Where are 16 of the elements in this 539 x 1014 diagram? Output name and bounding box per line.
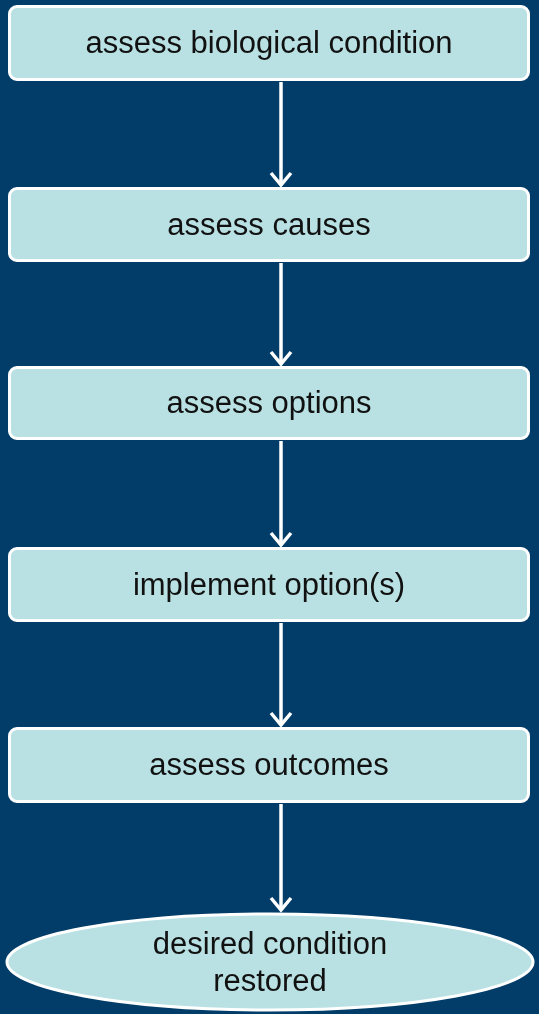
- step-label: assess causes: [167, 205, 371, 244]
- arrow: [269, 623, 293, 727]
- process-box: [8, 366, 530, 440]
- arrow: [269, 804, 293, 912]
- process-box: [8, 5, 530, 81]
- arrow: [269, 82, 293, 187]
- process-box: [8, 727, 530, 803]
- process-box: [8, 547, 530, 622]
- step-label: assess outcomes: [149, 746, 389, 784]
- step-label: assess options: [166, 384, 372, 422]
- step-label: desired condition restored: [151, 924, 389, 1000]
- step-label: implement option(s): [132, 565, 406, 604]
- step-label: assess biological condition: [85, 24, 453, 62]
- process-box: [8, 187, 530, 262]
- arrow: [269, 263, 293, 366]
- arrow: [269, 441, 293, 547]
